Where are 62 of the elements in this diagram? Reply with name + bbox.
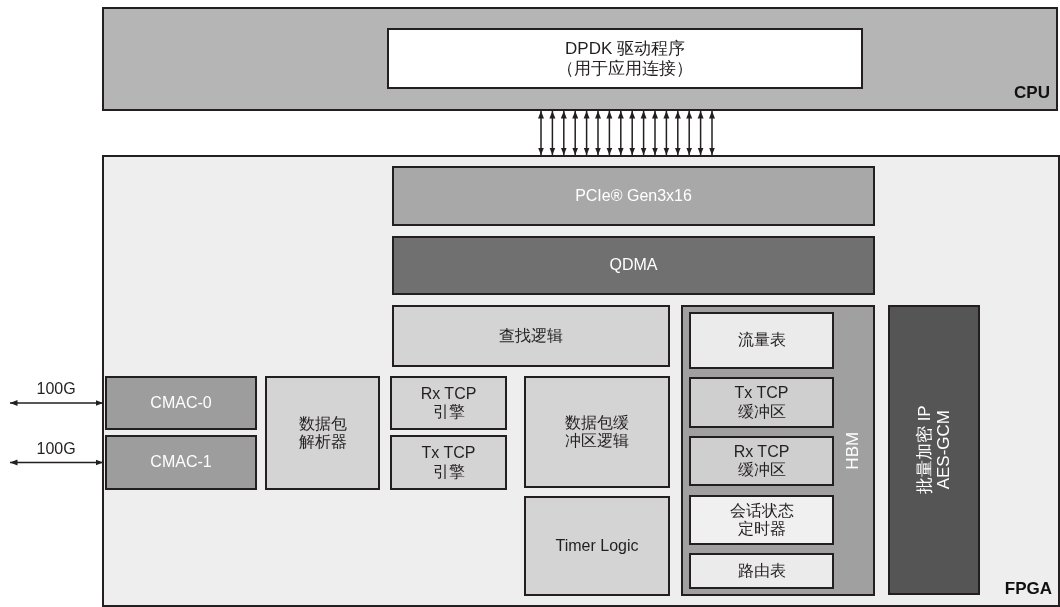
block-label: （用于应用连接） xyxy=(557,58,693,79)
dma-block xyxy=(392,236,875,295)
buffer-block xyxy=(689,377,834,428)
arrow xyxy=(606,110,613,156)
arrow xyxy=(9,459,104,466)
block-label: 查找逻辑 xyxy=(499,326,563,346)
block-label: Tx TCP 引擎 xyxy=(420,444,477,481)
buffer-block xyxy=(689,436,834,486)
block-label: 路由表 xyxy=(737,561,786,581)
arrow xyxy=(640,110,647,156)
mac-block xyxy=(105,435,257,490)
arrow xyxy=(583,110,590,156)
block-label: PCIe® Gen3x16 xyxy=(575,186,692,206)
block-label: CMAC-0 xyxy=(150,393,212,413)
table-block xyxy=(689,553,834,589)
block-label: 流量表 xyxy=(737,331,786,350)
arrow xyxy=(538,110,544,156)
arrow xyxy=(595,110,601,156)
edge-label: 100G xyxy=(36,381,76,397)
block-label: CPU xyxy=(1014,81,1050,104)
block-label: Rx TCP 缓冲区 xyxy=(732,442,791,480)
block-label: AES-GCM xyxy=(934,410,953,490)
mac-block xyxy=(105,376,257,430)
arrow xyxy=(686,110,693,156)
buffer-logic-block xyxy=(524,376,670,488)
arrow xyxy=(629,110,636,156)
arrow xyxy=(572,110,579,156)
edge-label: 100G xyxy=(36,440,76,457)
parser-block xyxy=(265,376,380,490)
engine-block xyxy=(390,376,507,430)
arrow xyxy=(549,110,556,156)
arrow xyxy=(652,110,658,156)
block-label: 会话状态定时器 xyxy=(729,501,794,539)
driver-box xyxy=(387,28,863,89)
block-label: Tx TCP 缓冲区 xyxy=(733,384,790,421)
block-label: HBM xyxy=(842,431,864,470)
arrow xyxy=(9,400,104,406)
crypto-block xyxy=(888,305,980,595)
arrow xyxy=(697,110,704,156)
engine-block xyxy=(390,435,507,490)
block-label: FPGA xyxy=(1004,577,1052,600)
cpu-panel xyxy=(102,7,1058,111)
block-label: QDMA xyxy=(609,256,658,275)
block-label: 批量加密 IP xyxy=(915,405,934,495)
block-label: 数据包缓冲区逻辑 xyxy=(564,413,630,451)
block-label: CMAC-1 xyxy=(150,453,212,472)
arrow xyxy=(674,110,681,156)
logic-block xyxy=(392,305,670,367)
pcie-block xyxy=(392,166,875,226)
arrow xyxy=(560,110,567,156)
block-label: 数据包解析器 xyxy=(298,414,347,452)
arrow xyxy=(709,110,715,156)
arrow xyxy=(663,110,670,156)
block-label: Rx TCP 引擎 xyxy=(419,384,478,422)
memory-block xyxy=(681,305,875,596)
timer-block xyxy=(689,495,834,545)
arrow xyxy=(617,110,624,156)
block-label: DPDK 驱动程序 xyxy=(565,38,685,59)
table-block xyxy=(689,312,834,369)
block-label: Timer Logic xyxy=(555,536,639,556)
fpga-panel xyxy=(102,155,1060,607)
logic-block xyxy=(524,496,670,596)
